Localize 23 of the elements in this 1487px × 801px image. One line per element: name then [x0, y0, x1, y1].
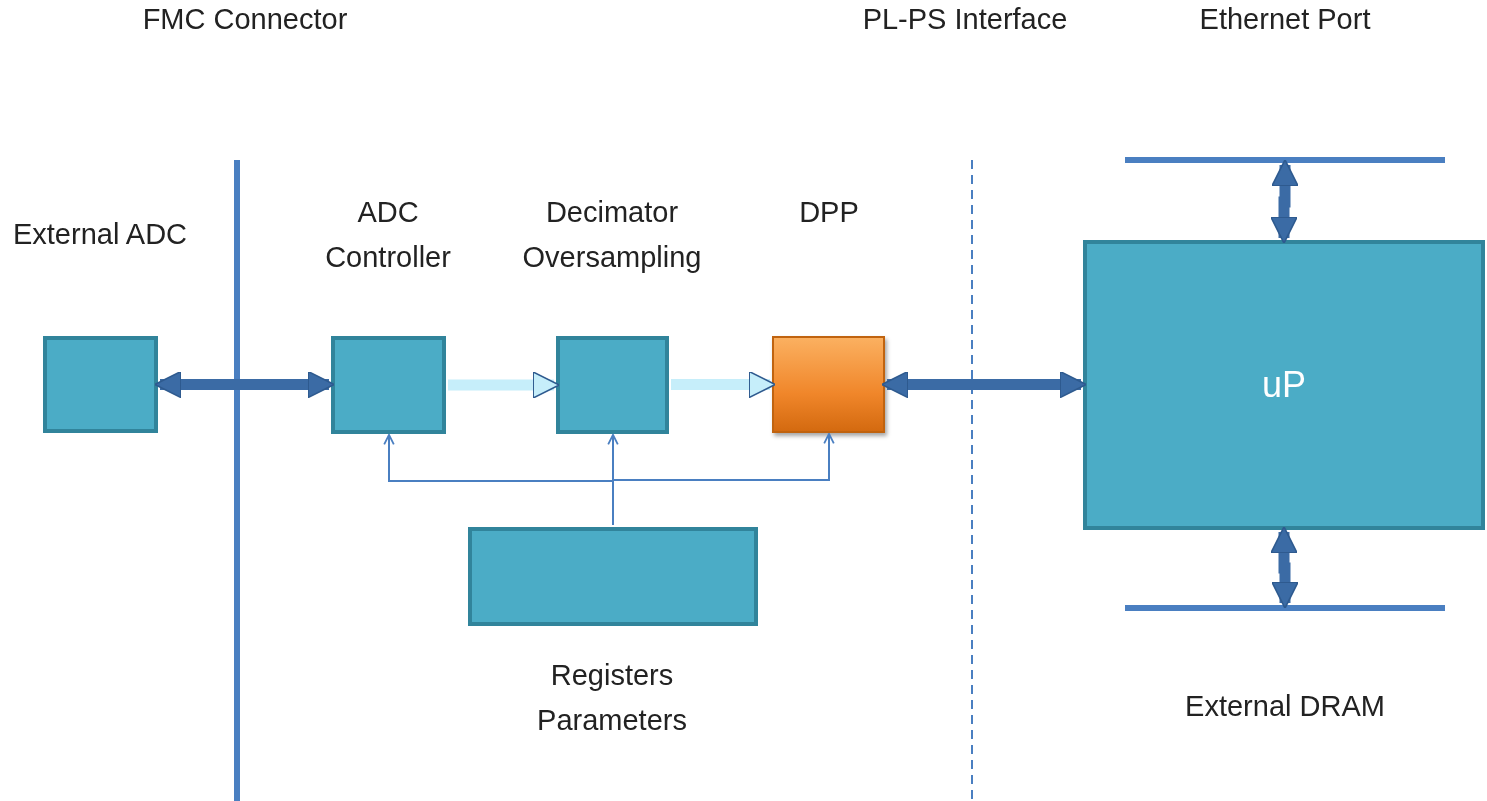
arrow: [1270, 526, 1299, 609]
block-label: External DRAM: [1185, 689, 1385, 724]
block-label: uP: [1260, 364, 1307, 406]
block-box: [772, 336, 885, 433]
block-label: DPP: [798, 195, 860, 230]
section-label: FMC Connector: [141, 2, 349, 37]
block-label: Ethernet Port: [1198, 2, 1372, 37]
block-box: [468, 527, 758, 626]
arrow: [1270, 159, 1299, 244]
block-box: [43, 336, 158, 433]
block-label: Decimator Oversampling: [521, 195, 703, 275]
block-label: Registers Parameters: [536, 658, 688, 738]
arrow: [881, 370, 1087, 399]
block-label: ADC Controller: [324, 195, 452, 275]
arrow: [154, 370, 335, 399]
section-label: PL-PS Interface: [861, 2, 1069, 37]
arrow: [612, 432, 835, 526]
block-box: [556, 336, 669, 434]
block-box: [1083, 240, 1485, 530]
arrow: [671, 370, 776, 399]
block-box: [331, 336, 446, 434]
block-label: External ADC: [11, 217, 189, 252]
arrow: [448, 371, 560, 399]
